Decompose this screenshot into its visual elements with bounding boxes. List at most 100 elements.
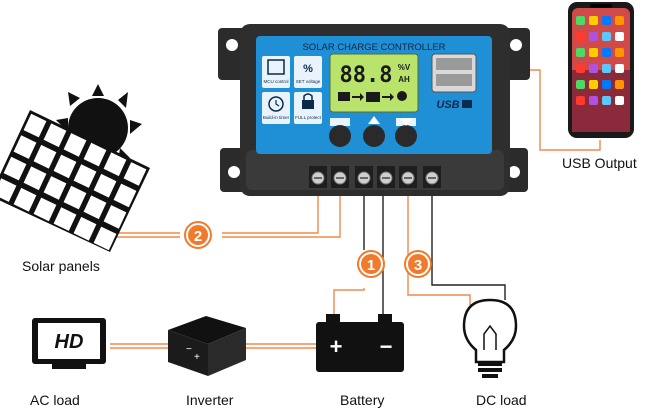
solar-panel-icon [0,110,150,252]
app-icon [576,48,585,57]
badge-2: 2 [184,221,212,249]
label-dc-load: DC load [476,392,527,408]
solar-cell [33,144,57,169]
solar-cell [63,133,87,157]
app-icon [602,32,611,41]
app-icon [615,96,624,105]
tv-icon: HD [32,318,106,369]
lcd-digits: 88.8 [340,63,393,88]
lcd-battery-icon [366,92,380,102]
up-button[interactable] [363,125,385,147]
solar-cell [33,197,57,222]
feature-icons: MCU control % SET voltage Build-in timer… [262,56,322,124]
app-icon [589,96,598,105]
badge-1-label: 1 [367,257,375,274]
app-icon [589,32,598,41]
label-inverter: Inverter [186,392,234,408]
app-icon [615,16,624,25]
lcd-arrow2-icon [382,93,394,101]
app-icon [576,80,585,89]
wire-dc-a [407,190,471,305]
clock-icon [268,96,284,112]
badge-1: 1 [357,250,385,278]
down-arrow-icon [400,118,412,126]
solar-cell [73,216,97,241]
app-icon [589,64,598,73]
solar-cell [83,142,107,167]
solar-cell [123,162,147,186]
down-button[interactable] [395,125,417,147]
lcd-unit-bottom: AH [398,75,410,84]
app-icon [589,16,598,25]
smartphone-icon [568,2,634,138]
app-icon [576,96,585,105]
app-icon [576,16,585,25]
app-icon [576,64,585,73]
mcu-icon [267,59,285,75]
solar-cell [23,166,47,191]
tv-hd-text: HD [55,331,84,353]
label-battery: Battery [340,392,385,408]
solar-cell [53,207,77,231]
terminal-block [309,166,441,188]
lcd-panel-icon [338,92,350,101]
solar-cell [13,135,37,159]
control-buttons [329,116,417,147]
solar-cell [43,176,67,200]
app-icon [602,64,611,73]
app-icon [602,80,611,89]
solar-cell [13,187,37,212]
battery-icon: + − [316,314,404,372]
label-usb-output: USB Output [562,155,637,171]
usb-glyph-icon [462,100,472,108]
solar-cell [93,173,117,198]
app-icon [589,48,598,57]
badge-2-label: 2 [194,228,202,245]
solar-cell [103,205,127,229]
app-icon [602,96,611,105]
lcd-bulb-icon [397,91,407,101]
app-icon [615,32,624,41]
lcd-flow-icons [338,91,407,102]
wire-dc-b [431,190,506,300]
lock-icon [302,100,314,109]
solar-cell [103,152,127,177]
app-icon [615,48,624,57]
charge-controller: SOLAR CHARGE CONTROLLER MCU control % SE… [218,24,530,196]
solar-cell [3,156,27,181]
solar-cell [0,178,17,202]
percent-icon: % [303,63,313,75]
inverter-minus-icon: − [186,344,192,355]
solar-cell [93,226,117,251]
label-solar-panels: Solar panels [22,258,100,274]
lcd-arrow-icon [352,93,364,101]
controller-title: SOLAR CHARGE CONTROLLER [302,42,445,53]
usb-label: USB [436,99,459,111]
battery-plus-icon: + [330,334,343,359]
solar-cell [113,183,137,208]
label-ac-load: AC load [30,392,80,408]
feature-set-label: SET voltage [296,79,321,84]
light-bulb-icon [462,298,518,378]
feature-mcu-label: MCU control [263,79,288,84]
inverter-icon: − + [168,316,246,376]
menu-button[interactable] [329,125,351,147]
lcd-unit-top: %V [398,63,411,72]
feature-full-label: FULL protect [295,115,322,120]
app-icon [576,32,585,41]
app-icon [615,64,624,73]
solar-cell [53,154,77,179]
battery-minus-icon: − [380,334,393,359]
wire-battery-c [333,288,365,315]
up-arrow-icon [368,116,380,124]
solar-cell [23,113,47,138]
badge-3-label: 3 [414,257,422,274]
solar-cell [73,164,97,188]
solar-cell [43,123,67,148]
app-icon [589,80,598,89]
app-icon [602,16,611,25]
inverter-plus-icon: + [194,352,200,363]
solar-cell [83,195,107,220]
feature-timer-label: Build-in timer [263,115,290,120]
